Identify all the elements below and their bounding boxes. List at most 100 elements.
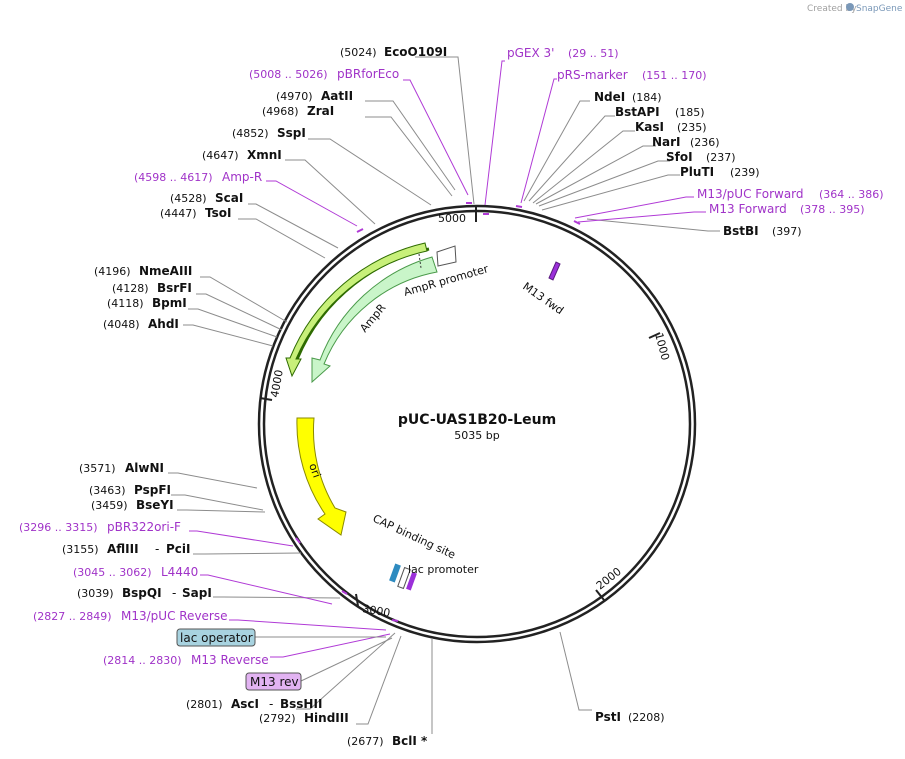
primer-name-m13-puc-forward[interactable]: M13/pUC Forward xyxy=(697,187,804,201)
enzyme-name-psti[interactable]: PstI xyxy=(595,710,621,724)
tick-mark-4000 xyxy=(259,397,273,401)
primer-range-m13-puc-reverse: (2827 .. 2849) xyxy=(33,610,112,623)
enzyme-name-ahdi[interactable]: AhdI xyxy=(148,317,179,331)
enzyme-name-nmeaiii[interactable]: NmeAIII xyxy=(139,264,192,278)
credit-text: Created by xyxy=(807,4,857,14)
primer-range-m13-reverse: (2814 .. 2830) xyxy=(103,654,182,667)
primer-range-pbr322ori-f: (3296 .. 3315) xyxy=(19,521,98,534)
enzyme-pos-bpmi: (4118) xyxy=(107,297,144,310)
enzyme-name-alwni[interactable]: AlwNI xyxy=(125,461,164,475)
enzyme-name-scai[interactable]: ScaI xyxy=(215,191,243,205)
enzyme-pos-aatii: (4970) xyxy=(276,90,313,103)
primer-name-pgex3[interactable]: pGEX 3' xyxy=(507,46,554,60)
enzyme-pos-sfoi: (237) xyxy=(706,151,736,164)
enzyme-name-pspfi[interactable]: PspFI xyxy=(134,483,171,497)
enzyme-pos-nari: (236) xyxy=(690,136,720,149)
m13-fwd-feature[interactable] xyxy=(548,261,561,281)
primer-site-marks xyxy=(295,202,581,622)
ampr-promoter-feature[interactable] xyxy=(436,245,457,267)
enzyme-name-sfoi[interactable]: SfoI xyxy=(666,150,693,164)
enzyme-pos-ahdi: (4048) xyxy=(103,318,140,331)
tick-label-4000: 4000 xyxy=(268,369,286,399)
lac-promoter-label: lac promoter xyxy=(408,563,479,576)
enzyme-name-bspqi[interactable]: BspQI xyxy=(122,586,162,600)
enzyme-pos-ndei: (184) xyxy=(632,91,662,104)
enzyme-name-bsrfi[interactable]: BsrFI xyxy=(157,281,192,295)
tick-mark-3000 xyxy=(355,593,359,607)
enzyme-pos-scai: (4528) xyxy=(170,192,207,205)
primer-name-l4440[interactable]: L4440 xyxy=(161,565,198,579)
primer-range-pgex3: (29 .. 51) xyxy=(568,47,619,60)
enzyme-pos-zrai: (4968) xyxy=(262,105,299,118)
enzyme-name-bpmi[interactable]: BpmI xyxy=(152,296,187,310)
lac-operator-box[interactable] xyxy=(176,628,256,647)
cap-binding-site-feature[interactable] xyxy=(389,563,401,583)
m13-rev-connector xyxy=(300,637,393,682)
enzyme-name-tsoi[interactable]: TsoI xyxy=(205,206,231,220)
enzyme-name-sapi[interactable]: SapI xyxy=(182,586,212,600)
tick-label-1000: 1000 xyxy=(652,331,672,361)
enzyme-name-bstbi[interactable]: BstBI xyxy=(723,224,759,238)
primer-name-pbr322ori-f[interactable]: pBR322ori-F xyxy=(107,520,181,534)
enzyme-pos-bcli: (2677) xyxy=(347,735,384,748)
primer-name-amp-r[interactable]: Amp-R xyxy=(222,170,262,184)
enzyme-name-asci[interactable]: AscI xyxy=(231,697,259,711)
enzyme-name-ecoo109i[interactable]: EcoO109I xyxy=(384,45,447,59)
enzyme-connectors xyxy=(168,56,720,734)
enzyme-name-pluti[interactable]: PluTI xyxy=(680,165,714,179)
enzyme-name-pcii[interactable]: PciI xyxy=(166,542,191,556)
enzyme-name-bsshii[interactable]: BssHII xyxy=(280,697,322,711)
enzyme-pos-asci: (2801) xyxy=(186,698,223,711)
plasmid-size: 5035 bp xyxy=(454,429,499,442)
primer-range-prs-marker: (151 .. 170) xyxy=(642,69,707,82)
enzyme-sep-asci: - xyxy=(269,697,273,711)
primer-name-pbrforeco[interactable]: pBRforEco xyxy=(337,67,399,81)
primer-name-prs-marker[interactable]: pRS-marker xyxy=(557,68,628,82)
enzyme-sep-afliii: - xyxy=(155,542,159,556)
m13-rev-feature[interactable] xyxy=(406,571,417,591)
enzyme-pos-tsoi: (4447) xyxy=(160,207,197,220)
enzyme-name-zrai[interactable]: ZraI xyxy=(307,104,334,118)
tick-mark-2000 xyxy=(595,589,605,601)
primer-name-m13-forward[interactable]: M13 Forward xyxy=(709,202,787,216)
enzyme-name-bseyi[interactable]: BseYI xyxy=(136,498,174,512)
snapgene-logo-icon xyxy=(846,3,854,11)
enzyme-name-kasi[interactable]: KasI xyxy=(635,120,664,134)
primer-name-m13-puc-reverse[interactable]: M13/pUC Reverse xyxy=(121,609,228,623)
ampr-top-arrow xyxy=(285,242,428,378)
cap-binding-site-label: CAP binding site xyxy=(371,512,458,562)
enzyme-pos-bstapi: (185) xyxy=(675,106,705,119)
enzyme-name-ndei[interactable]: NdeI xyxy=(594,90,625,104)
enzyme-name-bstapi[interactable]: BstAPI xyxy=(615,105,660,119)
enzyme-pos-psti: (2208) xyxy=(628,711,665,724)
enzyme-pos-kasi: (235) xyxy=(677,121,707,134)
enzyme-pos-ecoo109i: (5024) xyxy=(340,46,377,59)
lac-promoter-feature[interactable] xyxy=(397,566,411,590)
primer-connectors xyxy=(189,60,706,658)
m13-rev-label: M13 rev xyxy=(250,675,299,689)
enzyme-name-xmni[interactable]: XmnI xyxy=(247,148,282,162)
m13-rev-box[interactable] xyxy=(245,672,302,691)
tick-label-3000: 3000 xyxy=(361,602,391,620)
primer-name-m13-reverse[interactable]: M13 Reverse xyxy=(191,653,269,667)
ampr-feature[interactable] xyxy=(311,256,438,384)
ori-feature[interactable] xyxy=(296,417,347,536)
enzyme-pos-alwni: (3571) xyxy=(79,462,116,475)
enzyme-name-hindiii[interactable]: HindIII xyxy=(304,711,349,725)
enzyme-pos-nmeaiii: (4196) xyxy=(94,265,131,278)
primer-range-amp-r: (4598 .. 4617) xyxy=(134,171,213,184)
plasmid-name: pUC-UAS1B20-Leum xyxy=(398,412,556,428)
enzyme-name-bcli[interactable]: BclI * xyxy=(392,734,428,748)
tick-mark-1000 xyxy=(648,332,661,339)
enzyme-name-sspi[interactable]: SspI xyxy=(277,126,306,140)
enzyme-pos-afliii: (3155) xyxy=(62,543,99,556)
enzyme-pos-bsrfi: (4128) xyxy=(112,282,149,295)
enzyme-pos-xmni: (4647) xyxy=(202,149,239,162)
credit-brand: SnapGene xyxy=(856,4,903,14)
enzyme-name-aatii[interactable]: AatII xyxy=(321,89,353,103)
enzyme-pos-pluti: (239) xyxy=(730,166,760,179)
enzyme-name-afliii[interactable]: AflIII xyxy=(107,542,139,556)
enzyme-pos-sspi: (4852) xyxy=(232,127,269,140)
enzyme-name-nari[interactable]: NarI xyxy=(652,135,681,149)
m13-fwd-label: M13 fwd xyxy=(520,280,566,317)
